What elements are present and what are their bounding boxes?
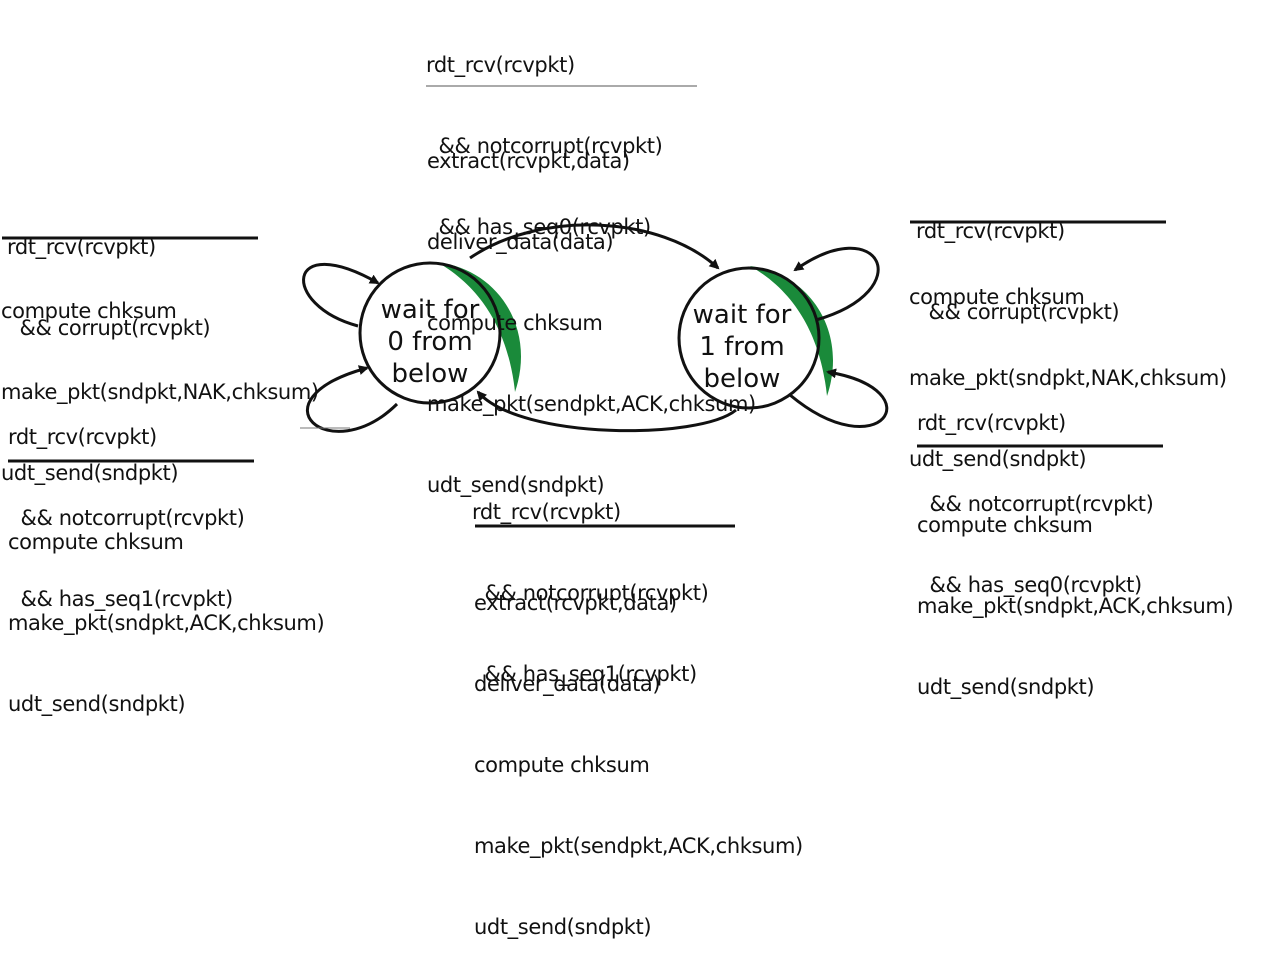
state-wait-for-1 [677,266,834,410]
action-line: udt_send(sndpkt) [909,447,1087,471]
state-circle [677,266,821,410]
event-line: rdt_rcv(rcvpkt) [8,425,157,449]
transition-label-right-top-event: rdt_rcv(rcvpkt) && corrupt(rcvpkt) [916,164,1120,353]
self-loop-state0-nak [302,262,380,328]
action-line: udt_send(sndpkt) [917,675,1095,699]
transition-label-right-bottom-event: rdt_rcv(rcvpkt) && notcorrupt(rcvpkt) &&… [917,356,1154,626]
state-label-line: wait for [380,295,480,325]
self-loop-state1-nak [793,246,880,322]
transition-label-bottom-actions: extract(rcvpkt,data) deliver_data(data) … [474,536,803,968]
action-line: make_pkt(sendpkt,ACK,chksum) [474,834,803,858]
action-line: extract(rcvpkt,data) [427,149,630,173]
state-label-line: below [703,364,781,394]
action-line: deliver_data(data) [427,230,614,254]
state-label-line: wait for [692,300,792,330]
state-label-line: below [391,359,469,389]
state-wait-for-0 [358,261,522,405]
action-line: compute chksum [909,285,1085,309]
action-line: make_pkt(sndpkt,ACK,chksum) [8,611,325,635]
action-line: make_pkt(sendpkt,ACK,chksum) [427,392,756,416]
transition-label-left-bottom-event: rdt_rcv(rcvpkt) && notcorrupt(rcvpkt) &&… [8,370,245,640]
event-line: && has_seq0(rcvpkt) [426,215,652,239]
state-label-wait-for-1: wait for 1 from below [672,299,812,395]
transition-arrow-0-to-1 [469,223,720,270]
self-loop-state0-ack [306,365,399,433]
action-line: make_pkt(sndpkt,ACK,chksum) [917,594,1234,618]
state-label-line: 1 from [699,332,785,362]
action-line: udt_send(sndpkt) [474,915,652,939]
action-line: compute chksum [917,513,1093,537]
action-line: udt_send(sndpkt) [427,473,605,497]
state-shade [437,262,522,392]
action-line: compute chksum [427,311,603,335]
action-line: deliver_data(data) [474,672,661,696]
event-line: rdt_rcv(rcvpkt) [426,53,575,77]
action-line: extract(rcvpkt,data) [474,591,677,615]
event-line: && corrupt(rcvpkt) [7,316,211,340]
action-line: make_pkt(sndpkt,NAK,chksum) [909,366,1227,390]
state-label-wait-for-0: wait for 0 from below [360,294,500,390]
event-line: && has_seq0(rcvpkt) [917,573,1143,597]
event-line: rdt_rcv(rcvpkt) [7,235,156,259]
event-line: && notcorrupt(rcvpkt) [426,134,663,158]
transition-label-left-top-actions: compute chksum make_pkt(sndpkt,NAK,chksu… [1,244,319,514]
event-line: && corrupt(rcvpkt) [916,300,1120,324]
action-line: udt_send(sndpkt) [1,461,179,485]
action-line: compute chksum [1,299,177,323]
event-line: rdt_rcv(rcvpkt) [917,411,1066,435]
transition-arrow-1-to-0 [476,390,737,433]
action-line: compute chksum [474,753,650,777]
event-line: && notcorrupt(rcvpkt) [8,506,245,530]
event-line: rdt_rcv(rcvpkt) [916,219,1065,243]
transition-label-top-actions: extract(rcvpkt,data) deliver_data(data) … [427,94,756,526]
transition-label-left-bottom-actions: compute chksum make_pkt(sndpkt,ACK,chksu… [8,475,325,745]
state-circle [358,261,502,405]
self-loop-state1-ack [789,368,889,428]
event-line: rdt_rcv(rcvpkt) [472,500,621,524]
transition-label-left-top-event: rdt_rcv(rcvpkt) && corrupt(rcvpkt) [7,180,211,369]
event-line: && has_seq1(rcvpkt) [8,587,234,611]
event-line: && notcorrupt(rcvpkt) [917,492,1154,516]
event-line: && notcorrupt(rcvpkt) [472,581,709,605]
action-line: udt_send(sndpkt) [8,692,186,716]
state-shade [750,266,834,396]
action-line: compute chksum [8,530,184,554]
state-label-line: 0 from [387,327,473,357]
transition-label-top-event: rdt_rcv(rcvpkt) && notcorrupt(rcvpkt) &&… [426,0,663,268]
action-line: make_pkt(sndpkt,NAK,chksum) [1,380,319,404]
fsm-diagram [2,85,1166,528]
transition-label-right-bottom-actions: compute chksum make_pkt(sndpkt,ACK,chksu… [917,458,1234,728]
transition-label-right-top-actions: compute chksum make_pkt(sndpkt,NAK,chksu… [909,230,1227,500]
